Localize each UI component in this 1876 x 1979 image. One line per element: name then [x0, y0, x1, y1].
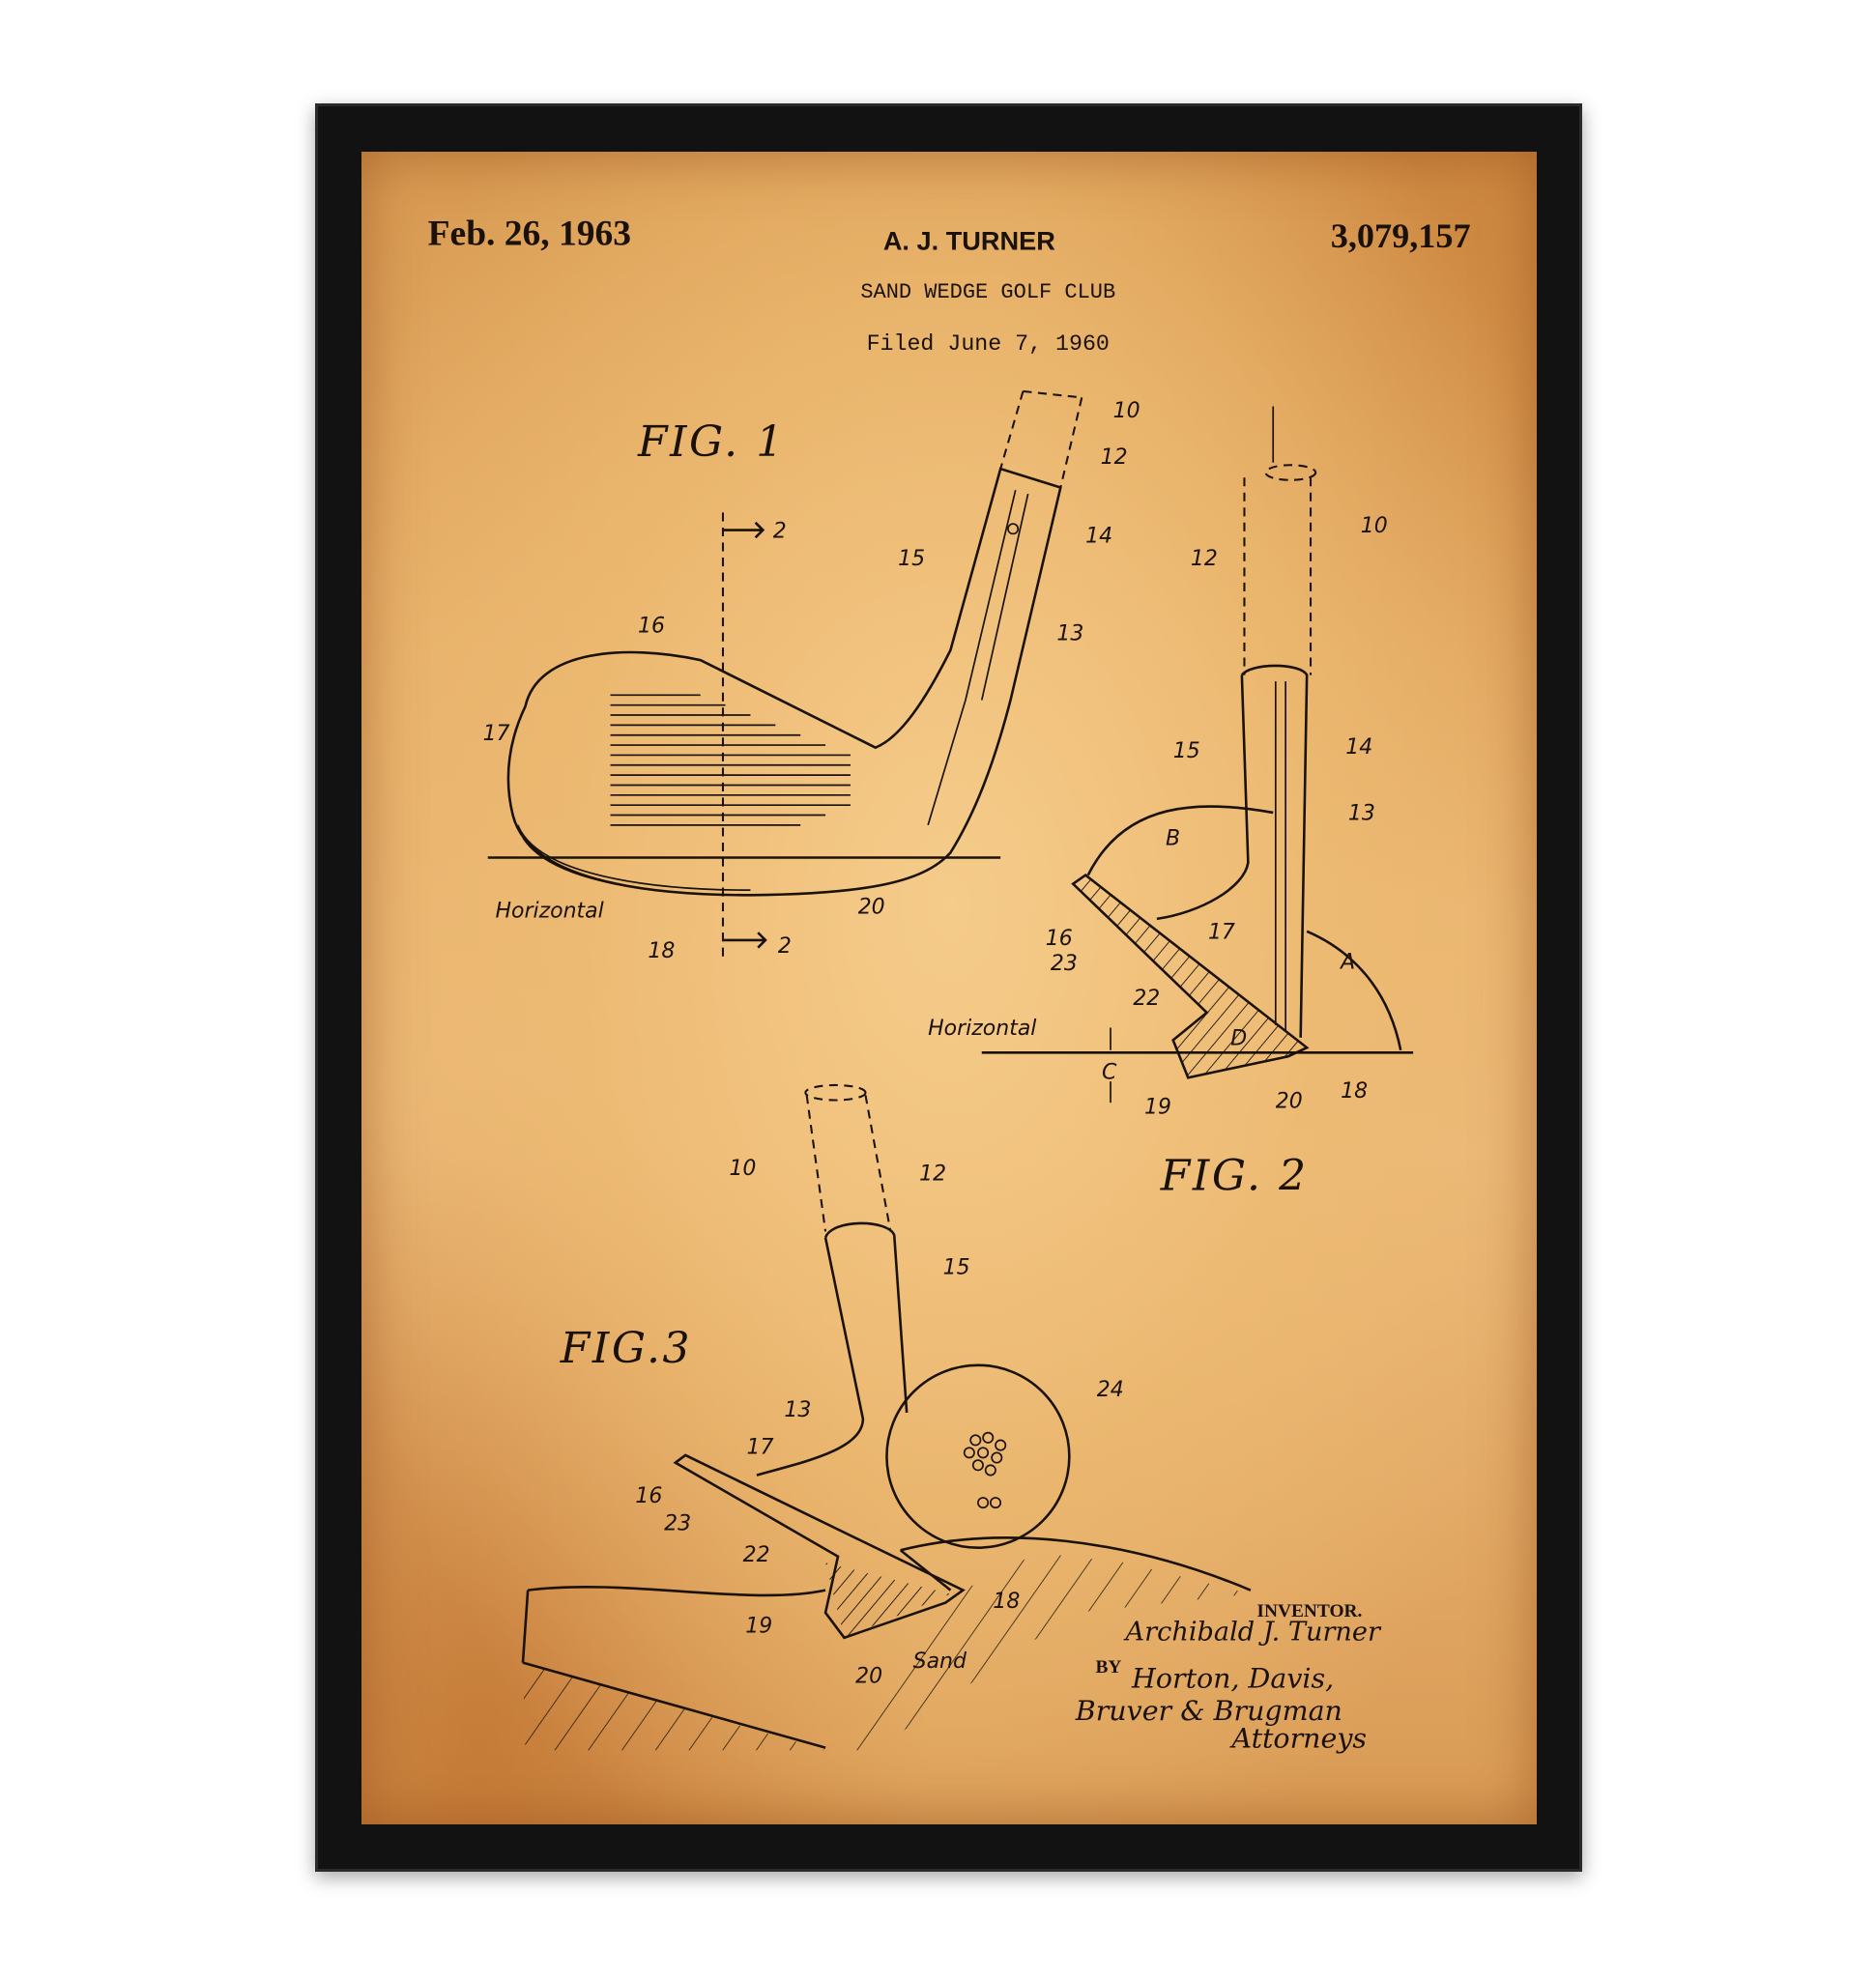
figure-2: FIG. 2 10 12 15 14 13 B A 16 17 23 22 Ho… — [928, 406, 1414, 1201]
ref-label: 17 — [483, 722, 510, 746]
ref-label: 16 — [638, 615, 665, 639]
inventor-header: A. J. TURNER — [883, 226, 1055, 256]
horizontal-label: Horizontal — [496, 900, 604, 924]
ref-label: 19 — [1144, 1096, 1171, 1120]
ref-label: 10 — [1113, 399, 1140, 423]
ball-dimples — [963, 1431, 1007, 1509]
filed-date: Filed June 7, 1960 — [867, 331, 1110, 357]
attorneys-line-1: Horton, Davis, — [1131, 1663, 1334, 1695]
ref-label: 17 — [1208, 921, 1235, 945]
figure-3: FIG.3 10 12 15 13 24 17 16 23 22 18 19 S… — [521, 1083, 1252, 1751]
ref-label: 13 — [784, 1398, 811, 1422]
ref-label: 16 — [635, 1484, 662, 1508]
groove-lines — [610, 694, 851, 826]
section-label: 2 — [778, 934, 792, 959]
horizontal-label: Horizontal — [928, 1017, 1036, 1041]
angle-label: A — [1339, 951, 1355, 975]
fig1-title: FIG. 1 — [637, 417, 786, 467]
ref-label: 22 — [743, 1543, 770, 1567]
section-label: 2 — [773, 519, 787, 543]
dimension-label: C — [1102, 1061, 1117, 1085]
ref-label: 12 — [1101, 445, 1128, 470]
ref-label: 12 — [1191, 547, 1218, 571]
fig2-title: FIG. 2 — [1160, 1152, 1309, 1201]
ref-label: 17 — [747, 1436, 774, 1460]
ref-label: 16 — [1046, 927, 1073, 951]
attorneys-line-2: Bruver & Brugman — [1075, 1695, 1342, 1727]
patent-number: 3,079,157 — [1331, 216, 1471, 255]
ref-label: 20 — [1276, 1089, 1303, 1113]
figure-1: FIG. 1 10 12 14 15 13 16 17 Horizontal 1… — [483, 389, 1140, 963]
ref-label: 14 — [1085, 524, 1112, 548]
ref-label: 10 — [1361, 514, 1388, 538]
ref-label: 20 — [855, 1664, 882, 1688]
ref-label: 15 — [898, 547, 925, 571]
inventor-label: INVENTOR. — [1256, 1601, 1362, 1621]
ref-label: 23 — [664, 1512, 691, 1536]
signature-block: INVENTOR. Archibald J. Turner BY Horton,… — [1075, 1601, 1382, 1755]
inventor-name: Archibald J. Turner — [1123, 1617, 1382, 1647]
ref-label: 12 — [919, 1162, 946, 1186]
fig3-title: FIG.3 — [560, 1324, 692, 1373]
patent-title: SAND WEDGE GOLF CLUB — [860, 280, 1115, 304]
ref-label: 15 — [943, 1255, 970, 1279]
angle-label: D — [1230, 1027, 1247, 1051]
ref-label: 18 — [1341, 1079, 1368, 1104]
ref-label: 15 — [1173, 739, 1200, 763]
by-label: BY — [1096, 1657, 1122, 1678]
ref-label: 24 — [1097, 1378, 1124, 1402]
ref-label: 13 — [1348, 802, 1375, 826]
ref-label: 13 — [1056, 621, 1083, 645]
ref-label: 20 — [858, 896, 885, 920]
ref-label: 22 — [1133, 987, 1160, 1011]
ref-label: 19 — [745, 1615, 772, 1639]
ref-label: 10 — [729, 1157, 756, 1181]
patent-paper — [361, 152, 1537, 1824]
angle-label: B — [1166, 827, 1180, 851]
ref-label: 23 — [1051, 952, 1078, 976]
attorneys-label: Attorneys — [1229, 1723, 1368, 1755]
sand-label: Sand — [913, 1649, 967, 1674]
ref-label: 14 — [1345, 735, 1372, 760]
ref-label: 18 — [993, 1590, 1020, 1614]
patent-date: Feb. 26, 1963 — [428, 215, 631, 254]
ref-label: 18 — [648, 939, 675, 963]
